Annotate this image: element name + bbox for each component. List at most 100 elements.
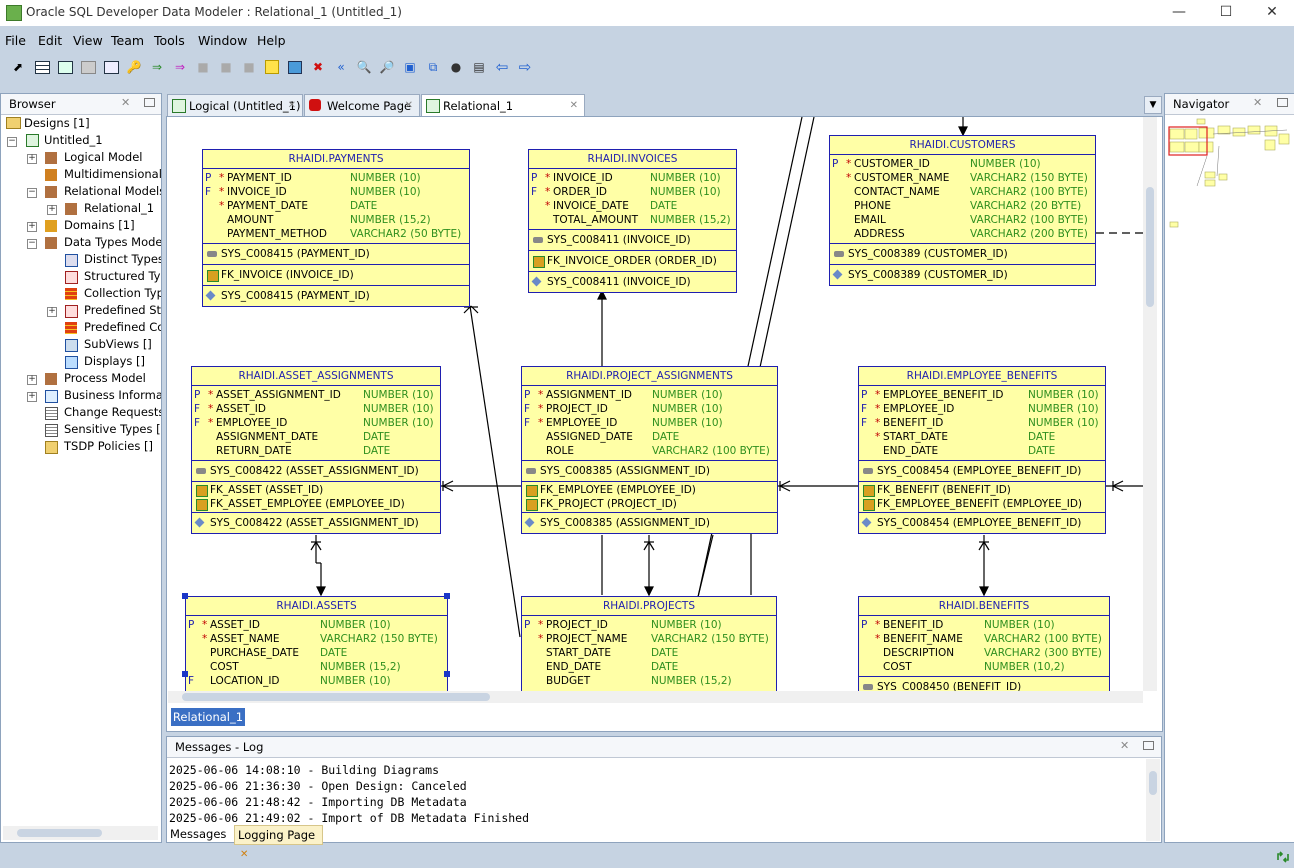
new-fk-icon[interactable]: 🔑 (126, 60, 142, 74)
delete-icon[interactable]: ✖ (312, 60, 324, 74)
new-table-icon[interactable] (34, 59, 50, 75)
tree-structured-types[interactable]: Structured Types [] (84, 269, 161, 283)
menu-tools[interactable]: Tools (154, 33, 185, 48)
tab-logical[interactable]: Logical (Untitled_1) ✕ (167, 94, 303, 117)
fit-screen-icon[interactable]: ▣ (404, 60, 416, 74)
picture-icon[interactable] (287, 59, 303, 75)
new-fk-1to1-icon[interactable]: ⇒ (174, 60, 186, 74)
fk-row[interactable]: FK_BENEFIT (BENEFIT_ID) (859, 483, 1105, 497)
tree-domains[interactable]: Domains [1] (64, 218, 135, 232)
browser-hscrollbar[interactable] (3, 826, 158, 840)
expand-process-icon[interactable]: + (27, 374, 37, 385)
fk-row[interactable]: FK_ASSET_EMPLOYEE (EMPLOYEE_ID) (192, 497, 440, 511)
selection-handle[interactable] (182, 671, 188, 677)
browser-close-icon[interactable]: ✕ (121, 96, 131, 109)
tab-relational[interactable]: Relational_1 (Untitled_1) ✕ (421, 94, 585, 135)
menu-file[interactable]: File (5, 33, 26, 48)
tree-logical-model[interactable]: Logical Model (64, 150, 143, 164)
back-arrow-icon[interactable]: ⇦ (495, 58, 509, 76)
tree-tsdp-policies[interactable]: TSDP Policies [] (64, 439, 153, 453)
collapse-untitled-icon[interactable]: − (7, 136, 17, 147)
tree-data-types-model[interactable]: Data Types Model (64, 235, 161, 249)
pk-row[interactable]: SYS_C008389 (CUSTOMER_ID) (830, 245, 1095, 263)
index-row[interactable]: SYS_C008411 (INVOICE_ID) (529, 273, 736, 291)
expand-business-icon[interactable]: + (27, 391, 37, 402)
pk-row[interactable]: SYS_C008411 (INVOICE_ID) (529, 231, 736, 249)
navigator-close-icon[interactable]: ✕ (1253, 96, 1263, 109)
fk-row[interactable]: FK_EMPLOYEE_BENEFIT (EMPLOYEE_ID) (859, 497, 1105, 511)
tab-list-dropdown-icon[interactable]: ▼ (1144, 96, 1162, 114)
navigator-thumbnail[interactable] (1167, 116, 1291, 236)
entity-project-assignments[interactable]: RHAIDI.PROJECT_ASSIGNMENTS P*ASSIGNMENT_… (521, 366, 778, 534)
tree-untitled-1[interactable]: Untitled_1 (44, 133, 103, 147)
navigator-minimize-icon[interactable] (1277, 98, 1288, 107)
entity-asset-assignments[interactable]: RHAIDI.ASSET_ASSIGNMENTS P*ASSET_ASSIGNM… (191, 366, 441, 534)
collapse-relational-icon[interactable]: − (27, 187, 37, 198)
selection-handle[interactable] (182, 593, 188, 599)
forward-arrow-icon[interactable]: ⇨ (518, 58, 532, 76)
expand-domains-icon[interactable]: + (27, 221, 37, 232)
fk-row[interactable]: FK_INVOICE (INVOICE_ID) (203, 266, 469, 284)
merge-table-icon[interactable] (103, 59, 119, 75)
tree-change-requests[interactable]: Change Requests [] (64, 405, 161, 419)
menu-help[interactable]: Help (257, 33, 286, 48)
pk-row[interactable]: SYS_C008454 (EMPLOYEE_BENEFIT_ID) (859, 462, 1105, 480)
log-vscrollbar[interactable] (1146, 759, 1160, 841)
collapse-datatypes-icon[interactable]: − (27, 238, 37, 249)
status-sync-icon[interactable] (1275, 850, 1291, 864)
tree-distinct-types[interactable]: Distinct Types [] (84, 252, 161, 266)
tree-relational-models[interactable]: Relational Models [1] (64, 184, 161, 198)
find-icon[interactable]: ● (450, 60, 462, 74)
menu-edit[interactable]: Edit (38, 33, 63, 48)
fk-row[interactable]: FK_ASSET (ASSET_ID) (192, 483, 440, 497)
index-row[interactable]: SYS_C008422 (ASSET_ASSIGNMENT_ID) (192, 514, 440, 532)
new-fk-arrow-icon[interactable]: ⇒ (151, 60, 163, 74)
tree-sensitive-types[interactable]: Sensitive Types [] (64, 422, 161, 436)
menu-window[interactable]: Window (198, 33, 248, 48)
fk-row[interactable]: FK_INVOICE_ORDER (ORDER_ID) (529, 252, 736, 270)
expand-relational1-icon[interactable]: + (47, 204, 57, 215)
minimize-button[interactable]: — (1172, 4, 1186, 20)
note-icon[interactable] (264, 59, 280, 75)
tree-relational-1[interactable]: Relational_1 (84, 201, 155, 215)
tab-logical-close-icon[interactable]: ✕ (287, 100, 296, 111)
close-window-button[interactable]: ✕ (1266, 4, 1278, 20)
tree-multidimensional[interactable]: Multidimensional Models (64, 167, 161, 181)
tree-displays[interactable]: Displays [] (84, 354, 146, 368)
expand-predefined-structured-icon[interactable]: + (47, 306, 57, 317)
index-row[interactable]: SYS_C008389 (CUSTOMER_ID) (830, 266, 1095, 284)
tab-relational-close-icon[interactable]: ✕ (569, 100, 578, 111)
